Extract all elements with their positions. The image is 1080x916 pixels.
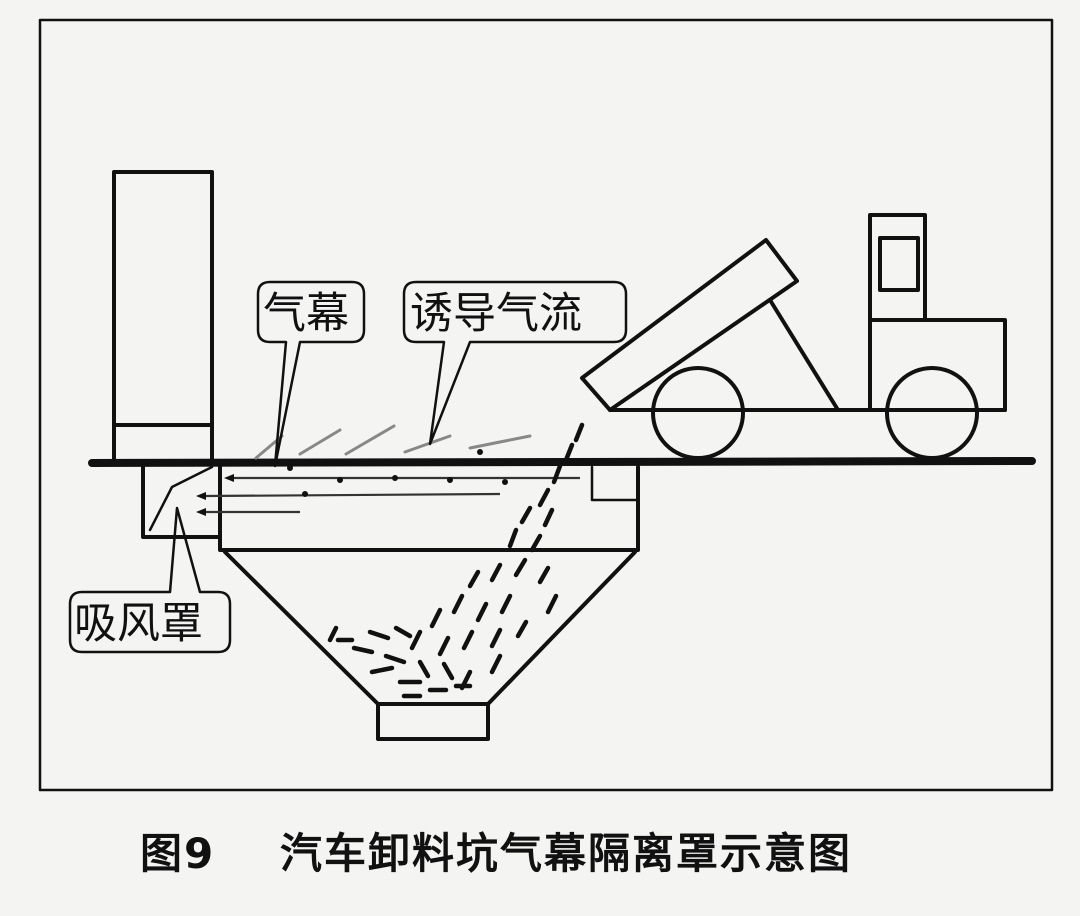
label-induced-flow: 诱导气流 xyxy=(402,280,628,446)
label-induced-flow-text: 诱导气流 xyxy=(410,289,582,339)
label-suction-hood-text: 吸风罩 xyxy=(74,599,203,649)
dump-bed xyxy=(580,238,799,412)
caption-title: 汽车卸料坑气幕隔离罩示意图 xyxy=(280,829,852,878)
hopper-outlet xyxy=(376,702,490,741)
label-air-curtain: 气幕 xyxy=(256,280,366,468)
left-wall xyxy=(112,170,214,466)
front-wheel xyxy=(885,366,979,460)
ground-line xyxy=(88,457,1036,467)
cab-window xyxy=(878,236,920,292)
induced-airflow-lines xyxy=(254,424,532,460)
label-suction-hood: 吸风罩 xyxy=(68,506,232,654)
rear-wheel xyxy=(651,366,745,460)
figure-frame xyxy=(38,18,1054,792)
falling-material xyxy=(327,422,585,699)
air-curtain-flow xyxy=(196,449,580,516)
label-air-curtain-text: 气幕 xyxy=(263,289,349,339)
unloading-pit xyxy=(218,465,640,741)
suction-hood-box xyxy=(141,465,222,539)
caption-number: 图9 xyxy=(140,829,215,878)
dump-truck xyxy=(580,213,1007,460)
